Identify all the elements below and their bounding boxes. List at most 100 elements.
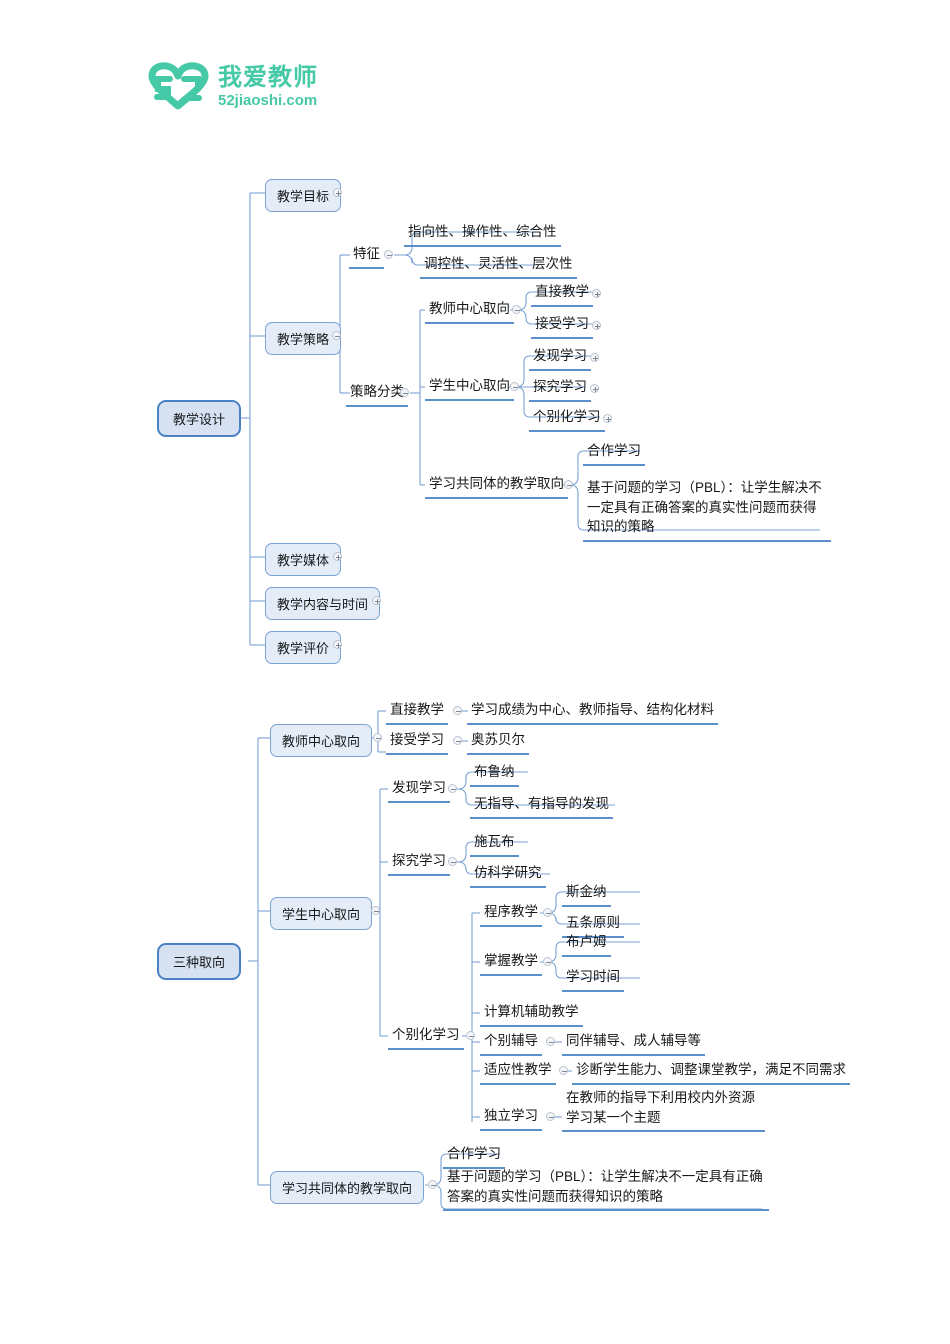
map2-leaf-schwab-label: 施瓦布 bbox=[474, 834, 515, 849]
map2-leaf-quasi-scientific-research[interactable]: 仿科学研究 bbox=[470, 862, 546, 888]
map1-reception-learning-expand-icon[interactable] bbox=[592, 321, 601, 330]
map1-branch-teaching-goal[interactable]: 教学目标 bbox=[265, 179, 342, 212]
map1-leaf-individualized-learning-label: 个别化学习 bbox=[533, 409, 601, 424]
map1-teaching-strategy-collapse-icon[interactable] bbox=[332, 331, 341, 340]
map2-leaf-learning-time[interactable]: 学习时间 bbox=[562, 966, 624, 992]
map2-node-inquiry-learning-label: 探究学习 bbox=[392, 853, 446, 868]
map1-leaf-discovery-learning[interactable]: 发现学习 bbox=[529, 345, 591, 371]
map2-node-mastery-learning[interactable]: 掌握教学 bbox=[480, 950, 542, 976]
map1-root-node[interactable]: 教学设计 bbox=[157, 400, 242, 437]
map1-student-centered-collapse-icon[interactable] bbox=[510, 382, 519, 391]
map2-root-node[interactable]: 三种取向 bbox=[157, 943, 242, 980]
map1-node-teacher-centered[interactable]: 教师中心取向 bbox=[425, 298, 514, 324]
map2-leaf-cooperative-learning[interactable]: 合作学习 bbox=[443, 1143, 505, 1169]
map2-leaf-cooperative-learning-label: 合作学习 bbox=[447, 1146, 501, 1161]
map1-teaching-media-expand-icon[interactable] bbox=[333, 552, 342, 561]
map2-leaf-bloom[interactable]: 布卢姆 bbox=[562, 931, 611, 957]
map2-leaf-independent-detail[interactable]: 在教师的指导下利用校内外资源学习某一个主题 bbox=[562, 1087, 765, 1133]
map1-teaching-evaluation-expand-icon[interactable] bbox=[333, 640, 342, 649]
map2-leaf-independent-detail-label: 在教师的指导下利用校内外资源学习某一个主题 bbox=[566, 1090, 755, 1125]
map1-branch-teaching-media[interactable]: 教学媒体 bbox=[265, 543, 342, 576]
map2-leaf-skinner-label: 斯金纳 bbox=[566, 884, 607, 899]
map1-node-student-centered[interactable]: 学生中心取向 bbox=[425, 375, 514, 401]
map1-teaching-goal-expand-icon[interactable] bbox=[333, 188, 342, 197]
map2-node-programmed-instruction[interactable]: 程序教学 bbox=[480, 901, 542, 927]
map2-teacher-centered-collapse-icon[interactable] bbox=[373, 733, 382, 742]
map1-characteristics-collapse-icon[interactable] bbox=[384, 250, 393, 259]
map1-leaf-characteristics-2-label: 调控性、灵活性、层次性 bbox=[424, 256, 573, 271]
map1-branch-content-time-label: 教学内容与时间 bbox=[277, 597, 369, 612]
map2-programmed-instruction-collapse-icon[interactable] bbox=[543, 908, 552, 917]
map1-content-time-expand-icon[interactable] bbox=[372, 596, 381, 605]
map1-branch-teaching-strategy-label: 教学策略 bbox=[277, 332, 330, 347]
map1-leaf-reception-learning[interactable]: 接受学习 bbox=[531, 313, 593, 339]
map1-learning-community-collapse-icon[interactable] bbox=[564, 480, 573, 489]
map1-inquiry-learning-expand-icon[interactable] bbox=[590, 384, 599, 393]
map2-leaf-five-principles[interactable]: 五条原则 bbox=[562, 912, 624, 938]
map2-individual-tutoring-collapse-icon[interactable] bbox=[546, 1037, 555, 1046]
map2-individualized-learning-collapse-icon[interactable] bbox=[466, 1031, 475, 1040]
map1-direct-instruction-expand-icon[interactable] bbox=[592, 289, 601, 298]
map2-node-adaptive-instruction[interactable]: 适应性教学 bbox=[480, 1059, 556, 1085]
map2-leaf-schwab[interactable]: 施瓦布 bbox=[470, 831, 519, 857]
map2-discovery-learning-collapse-icon[interactable] bbox=[448, 784, 457, 793]
map2-node-programmed-instruction-label: 程序教学 bbox=[484, 904, 538, 919]
map1-leaf-discovery-learning-label: 发现学习 bbox=[533, 348, 587, 363]
map1-individualized-learning-expand-icon[interactable] bbox=[603, 414, 612, 423]
map2-leaf-guided-discovery[interactable]: 无指导、有指导的发现 bbox=[470, 793, 613, 819]
map1-leaf-pbl[interactable]: 基于问题的学习（PBL）：让学生解决不一定具有正确答案的真实性问题而获得知识的策… bbox=[583, 477, 831, 542]
map2-leaf-skinner[interactable]: 斯金纳 bbox=[562, 881, 611, 907]
map2-root-label: 三种取向 bbox=[173, 955, 226, 970]
map2-branch-student-centered[interactable]: 学生中心取向 bbox=[270, 897, 373, 930]
map1-leaf-inquiry-learning[interactable]: 探究学习 bbox=[529, 376, 591, 402]
map1-leaf-direct-instruction[interactable]: 直接教学 bbox=[531, 281, 593, 307]
map2-direct-instruction-collapse-icon[interactable] bbox=[453, 706, 462, 715]
map2-node-mastery-learning-label: 掌握教学 bbox=[484, 953, 538, 968]
map1-leaf-characteristics-2[interactable]: 调控性、灵活性、层次性 bbox=[420, 253, 577, 279]
map2-independent-learning-collapse-icon[interactable] bbox=[546, 1112, 555, 1121]
map2-node-inquiry-learning[interactable]: 探究学习 bbox=[388, 850, 450, 876]
map1-branch-teaching-evaluation-label: 教学评价 bbox=[277, 641, 330, 656]
map2-node-discovery-learning[interactable]: 发现学习 bbox=[388, 777, 450, 803]
map2-node-independent-learning-label: 独立学习 bbox=[484, 1108, 538, 1123]
map2-leaf-ausubel[interactable]: 奥苏贝尔 bbox=[467, 729, 529, 755]
map2-node-individual-tutoring[interactable]: 个别辅导 bbox=[480, 1030, 542, 1056]
map2-leaf-bruner[interactable]: 布鲁纳 bbox=[470, 761, 519, 787]
map2-node-reception-learning[interactable]: 接受学习 bbox=[386, 729, 448, 755]
map1-node-learning-community[interactable]: 学习共同体的教学取向 bbox=[425, 473, 568, 499]
map1-leaf-cooperative-learning[interactable]: 合作学习 bbox=[583, 440, 645, 466]
map1-node-strategy-classification[interactable]: 策略分类 bbox=[346, 381, 408, 407]
map2-leaf-ausubel-label: 奥苏贝尔 bbox=[471, 732, 525, 747]
map1-node-learning-community-label: 学习共同体的教学取向 bbox=[429, 476, 564, 491]
map1-branch-teaching-evaluation[interactable]: 教学评价 bbox=[265, 631, 342, 664]
map2-node-individualized-learning[interactable]: 个别化学习 bbox=[388, 1024, 464, 1050]
map1-node-characteristics[interactable]: 特征 bbox=[349, 243, 384, 269]
map2-branch-teacher-centered[interactable]: 教师中心取向 bbox=[270, 724, 373, 757]
map1-branch-teaching-strategy[interactable]: 教学策略 bbox=[265, 322, 342, 355]
map2-reception-learning-collapse-icon[interactable] bbox=[453, 736, 462, 745]
map2-node-direct-instruction[interactable]: 直接教学 bbox=[386, 699, 448, 725]
map2-branch-learning-community[interactable]: 学习共同体的教学取向 bbox=[270, 1171, 425, 1204]
map1-teacher-centered-collapse-icon[interactable] bbox=[512, 305, 521, 314]
map2-node-discovery-learning-label: 发现学习 bbox=[392, 780, 446, 795]
map2-leaf-five-principles-label: 五条原则 bbox=[566, 915, 620, 930]
map1-branch-content-time[interactable]: 教学内容与时间 bbox=[265, 587, 381, 620]
map2-leaf-direct-instruction-detail-label: 学习成绩为中心、教师指导、结构化材料 bbox=[471, 702, 714, 717]
map2-leaf-peer-adult-tutoring[interactable]: 同伴辅导、成人辅导等 bbox=[562, 1030, 705, 1056]
map2-mastery-learning-collapse-icon[interactable] bbox=[543, 957, 552, 966]
map2-node-computer-assisted-instruction[interactable]: 计算机辅助教学 bbox=[480, 1001, 583, 1027]
map2-leaf-pbl[interactable]: 基于问题的学习（PBL）：让学生解决不一定具有正确答案的真实性问题而获得知识的策… bbox=[443, 1166, 769, 1212]
map2-leaf-direct-instruction-detail[interactable]: 学习成绩为中心、教师指导、结构化材料 bbox=[467, 699, 718, 725]
map1-discovery-learning-expand-icon[interactable] bbox=[590, 353, 599, 362]
map1-leaf-individualized-learning[interactable]: 个别化学习 bbox=[529, 406, 605, 432]
map1-leaf-characteristics-1[interactable]: 指向性、操作性、综合性 bbox=[404, 221, 561, 247]
map2-leaf-adaptive-detail[interactable]: 诊断学生能力、调整课堂教学，满足不同需求 bbox=[572, 1059, 850, 1085]
map1-strategy-classification-collapse-icon[interactable] bbox=[400, 388, 409, 397]
map2-adaptive-instruction-collapse-icon[interactable] bbox=[559, 1066, 568, 1075]
map2-student-centered-collapse-icon[interactable] bbox=[371, 906, 380, 915]
map2-inquiry-learning-collapse-icon[interactable] bbox=[448, 857, 457, 866]
map2-learning-community-collapse-icon[interactable] bbox=[428, 1180, 437, 1189]
map2-node-independent-learning[interactable]: 独立学习 bbox=[480, 1105, 542, 1131]
logo-cn-text: 我爱教师 bbox=[218, 64, 318, 91]
